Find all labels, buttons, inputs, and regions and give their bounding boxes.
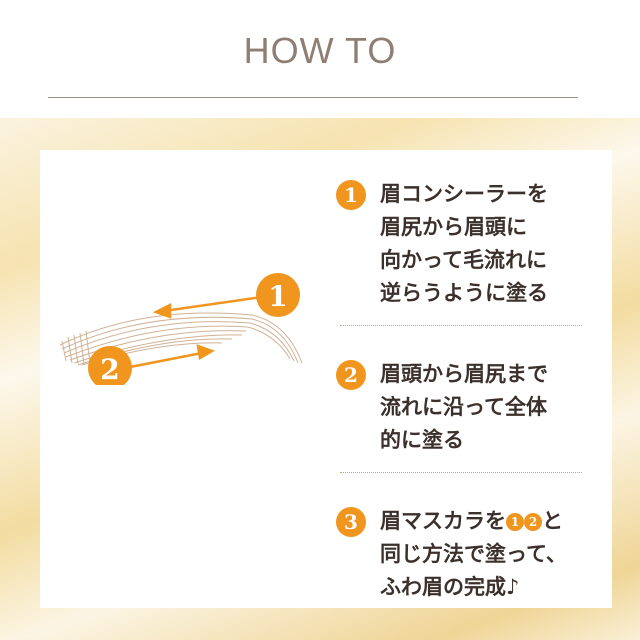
step-text-line: 逆らうように塗る — [380, 281, 548, 305]
marker-1-label: 1 — [268, 280, 287, 313]
dotted-divider — [340, 472, 582, 473]
title-divider — [48, 97, 578, 98]
step-text-line: ふわ眉の完成♪ — [380, 575, 520, 599]
eyebrow-illustration: 1 2 — [59, 273, 303, 385]
marker-1 — [256, 273, 300, 317]
step-text-line: 同じ方法で塗って、 — [380, 542, 567, 566]
ref-badge-2: 2 — [524, 513, 542, 531]
step-text-line: 向かって毛流れに — [380, 248, 547, 272]
step-number-badge: 1 — [336, 180, 366, 210]
step-text: と — [542, 509, 563, 533]
step-number-badge: 2 — [336, 360, 366, 390]
step-text-line: 眉コンシーラーを — [380, 182, 548, 206]
marker-2-label: 2 — [100, 353, 119, 385]
content-panel — [40, 150, 612, 608]
arrow-right-to-left — [152, 295, 263, 319]
step-text-line: 流れに沿って全体 — [380, 395, 547, 419]
page-title: HOW TO — [243, 30, 397, 71]
step-text: 眉マスカラを — [380, 509, 506, 533]
step-text-line: 眉頭から眉尻まで — [380, 362, 548, 386]
step-text-line: 眉尻から眉頭に — [380, 215, 527, 239]
step-text-line: 的に塗る — [380, 428, 464, 452]
marker-2 — [88, 346, 132, 385]
dotted-divider — [340, 325, 582, 326]
step-number-badge: 3 — [336, 507, 366, 537]
ref-badge-1: 1 — [506, 513, 524, 531]
arrow-left-to-right — [129, 344, 215, 369]
